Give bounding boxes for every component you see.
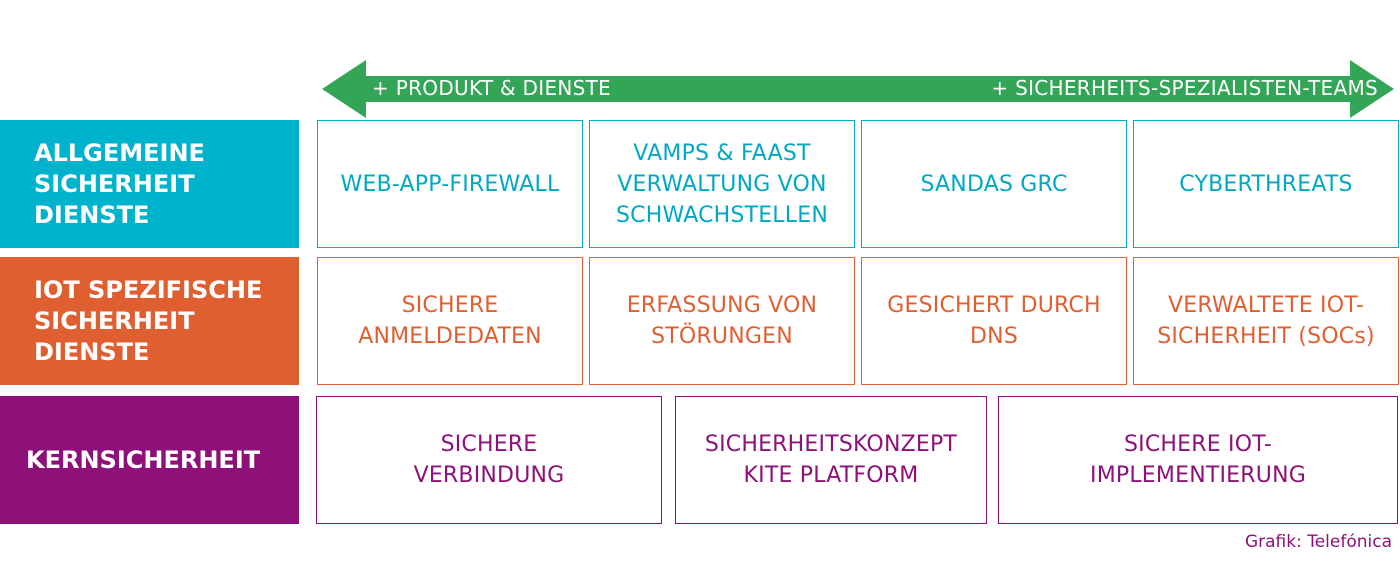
- arrow-right-label: + SICHERHEITS-SPEZIALISTEN-TEAMS: [991, 76, 1378, 100]
- cell-text: SICHERHEITSKONZEPT KITE PLATFORM: [704, 432, 958, 488]
- cell-text: SANDAS GRC: [920, 171, 1068, 197]
- cell-text: GESICHERT DURCH DNS: [887, 293, 1101, 349]
- cell-text: SICHERE IOT- IMPLEMENTIERUNG: [1090, 432, 1306, 488]
- cell-text: SICHERE VERBINDUNG: [413, 432, 565, 488]
- cell-text: ERFASSUNG VON STÖRUNGEN: [626, 293, 818, 349]
- cell-sicherheitskonzept: SICHERHEITSKONZEPT KITE PLATFORM: [675, 396, 987, 524]
- cell-web-app-firewall: WEB-APP-FIREWALL: [317, 120, 583, 248]
- cell-vamps-faast: VAMPS & FAAST VERWALTUNG VON SCHWACHSTEL…: [589, 120, 855, 248]
- cell-cyberthreats: CYBERTHREATS: [1133, 120, 1399, 248]
- cell-text: WEB-APP-FIREWALL: [340, 171, 560, 197]
- row-label-allgemeine: ALLGEMEINE SICHERHEIT DIENSTE: [0, 120, 299, 248]
- arrow-left-label: + PRODUKT & DIENSTE: [372, 76, 612, 100]
- row-label-iot-spezifische: IOT SPEZIFISCHE SICHERHEIT DIENSTE: [0, 257, 299, 385]
- cell-text: VERWALTETE IOT- SICHERHEIT (SOCs): [1157, 293, 1375, 349]
- cell-text: CYBERTHREATS: [1179, 171, 1353, 197]
- row-label-text: ALLGEMEINE SICHERHEIT DIENSTE: [34, 138, 205, 229]
- cell-verwaltete-iot: VERWALTETE IOT- SICHERHEIT (SOCs): [1133, 257, 1399, 385]
- double-arrow-shape: [322, 60, 1394, 118]
- cell-text: SICHERE ANMELDEDATEN: [358, 293, 542, 349]
- credit: Grafik: Telefónica: [1244, 532, 1392, 552]
- row-label-kernsicherheit: KERNSICHERHEIT: [0, 396, 299, 524]
- cell-erfassung-stoerungen: ERFASSUNG VON STÖRUNGEN: [589, 257, 855, 385]
- row-label-text: KERNSICHERHEIT: [26, 445, 261, 474]
- cell-gesichert-dns: GESICHERT DURCH DNS: [861, 257, 1127, 385]
- double-arrow: + PRODUKT & DIENSTE + SICHERHEITS-SPEZIA…: [322, 60, 1394, 118]
- cell-sichere-verbindung: SICHERE VERBINDUNG: [316, 396, 662, 524]
- cell-sichere-iot-implementierung: SICHERE IOT- IMPLEMENTIERUNG: [998, 396, 1398, 524]
- row-label-text: IOT SPEZIFISCHE SICHERHEIT DIENSTE: [34, 275, 263, 366]
- cell-sichere-anmeldedaten: SICHERE ANMELDEDATEN: [317, 257, 583, 385]
- cell-sandas-grc: SANDAS GRC: [861, 120, 1127, 248]
- cell-text: VAMPS & FAAST VERWALTUNG VON SCHWACHSTEL…: [616, 140, 828, 228]
